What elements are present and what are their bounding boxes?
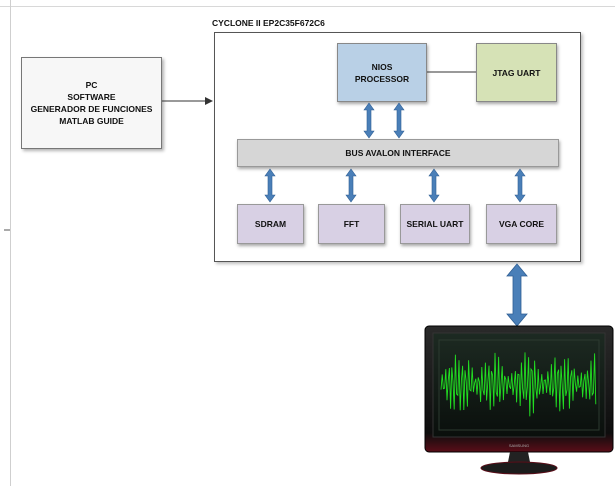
software-label: SOFTWARE <box>67 92 116 102</box>
vga-core-box: VGA CORE <box>486 204 557 244</box>
waveform-icon <box>440 352 597 417</box>
fft-label: FFT <box>343 219 360 229</box>
avalon-bus-box: BUS AVALON INTERFACE <box>237 139 559 167</box>
matlab-guide-label: MATLAB GUIDE <box>59 116 124 126</box>
double-arrow-icon <box>393 102 405 139</box>
svg-text:SAMSUNG: SAMSUNG <box>509 443 529 448</box>
waveform-trace <box>440 352 597 417</box>
double-arrow-icon <box>514 168 526 203</box>
sdram-box: SDRAM <box>237 204 304 244</box>
nios-processor-box: NIOS PROCESSOR <box>337 43 427 102</box>
jtag-uart-box: JTAG UART <box>476 43 557 102</box>
double-arrow-icon <box>345 168 357 203</box>
processor-label: PROCESSOR <box>354 73 410 84</box>
sdram-label: SDRAM <box>254 219 287 229</box>
serial-uart-label: SERIAL UART <box>406 219 464 229</box>
function-generator-label: GENERADOR DE FUNCIONES <box>30 104 153 114</box>
double-arrow-icon <box>264 168 276 203</box>
monitor-icon: SAMSUNG <box>424 325 614 475</box>
serial-uart-box: SERIAL UART <box>400 204 470 244</box>
avalon-bus-label: BUS AVALON INTERFACE <box>345 148 451 158</box>
double-arrow-icon <box>363 102 375 139</box>
double-arrow-icon <box>428 168 440 203</box>
ruler-horizontal <box>0 6 615 7</box>
double-arrow-icon <box>506 263 528 327</box>
jtag-uart-label: JTAG UART <box>492 67 541 78</box>
pc-label: PC <box>85 80 98 90</box>
ruler-vertical <box>10 0 11 486</box>
fft-box: FFT <box>318 204 385 244</box>
vga-core-label: VGA CORE <box>498 219 545 229</box>
chip-title: CYCLONE II EP2C35F672C6 <box>212 18 325 28</box>
nios-label: NIOS <box>371 61 393 72</box>
pc-box: PC SOFTWARE GENERADOR DE FUNCIONES MATLA… <box>21 57 162 149</box>
